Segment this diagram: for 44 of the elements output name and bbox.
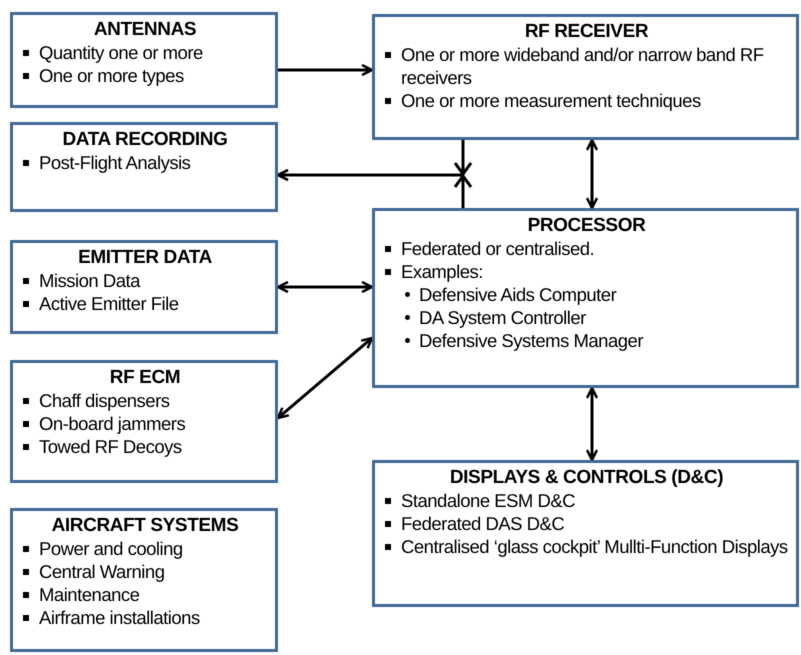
bullet-item: DA System Controller (401, 306, 790, 329)
box-heading: RF RECEIVER (524, 20, 650, 43)
bullet-item: Power and cooling (21, 537, 269, 560)
arrow (586, 386, 598, 462)
arrow (276, 280, 374, 294)
box-heading: AIRCRAFT SYSTEMS (50, 514, 240, 537)
bullet-item: One or more wideband and/or narrow band RF receivers (383, 43, 790, 89)
bullet-item: Mission Data (21, 269, 269, 292)
bullet-item: Defensive Aids Computer (401, 283, 790, 306)
bullet-item: Airframe installations (21, 606, 269, 629)
component-box (372, 460, 799, 607)
component-box (10, 122, 278, 212)
bullet-item: Standalone ESM D&C (383, 489, 790, 512)
box-heading: RF ECM (108, 366, 182, 389)
component-box (10, 12, 278, 108)
bullet-item: Federated DAS D&C (383, 512, 790, 535)
bullet-item: Centralised ‘glass cockpit’ Mullti-Function Displays (383, 535, 790, 558)
bullet-item: Maintenance (21, 583, 269, 606)
component-box (10, 240, 278, 334)
component-box (372, 14, 799, 140)
component-box (10, 508, 278, 652)
bullet-item: One or more types (21, 64, 269, 87)
bullet-item: One or more measurement techniques (383, 89, 790, 112)
arrow (276, 168, 472, 210)
component-box (372, 208, 799, 388)
arrow (276, 336, 374, 420)
bullet-item: Post-Flight Analysis (21, 151, 269, 174)
bullet-item: Defensive Systems Manager (401, 329, 790, 352)
bullet-item: Central Warning (21, 560, 269, 583)
arrow (278, 64, 374, 76)
box-heading: PROCESSOR (526, 214, 646, 237)
bullet-item: Towed RF Decoys (21, 435, 269, 458)
bullet-item: Examples: (383, 260, 790, 283)
bullet-item: Federated or centralised. (383, 237, 790, 260)
component-box (10, 360, 278, 483)
box-heading: ANTENNAS (92, 18, 198, 41)
bullet-item: Active Emitter File (21, 292, 269, 315)
bullet-item: Chaff dispensers (21, 389, 269, 412)
bullet-item: Quantity one or more (21, 41, 269, 64)
box-heading: DISPLAYS & CONTROLS (D&C) (448, 466, 724, 489)
bullet-item: On-board jammers (21, 412, 269, 435)
box-heading: EMITTER DATA (77, 246, 213, 269)
box-heading: DATA RECORDING (61, 128, 229, 151)
arrow (586, 138, 598, 210)
